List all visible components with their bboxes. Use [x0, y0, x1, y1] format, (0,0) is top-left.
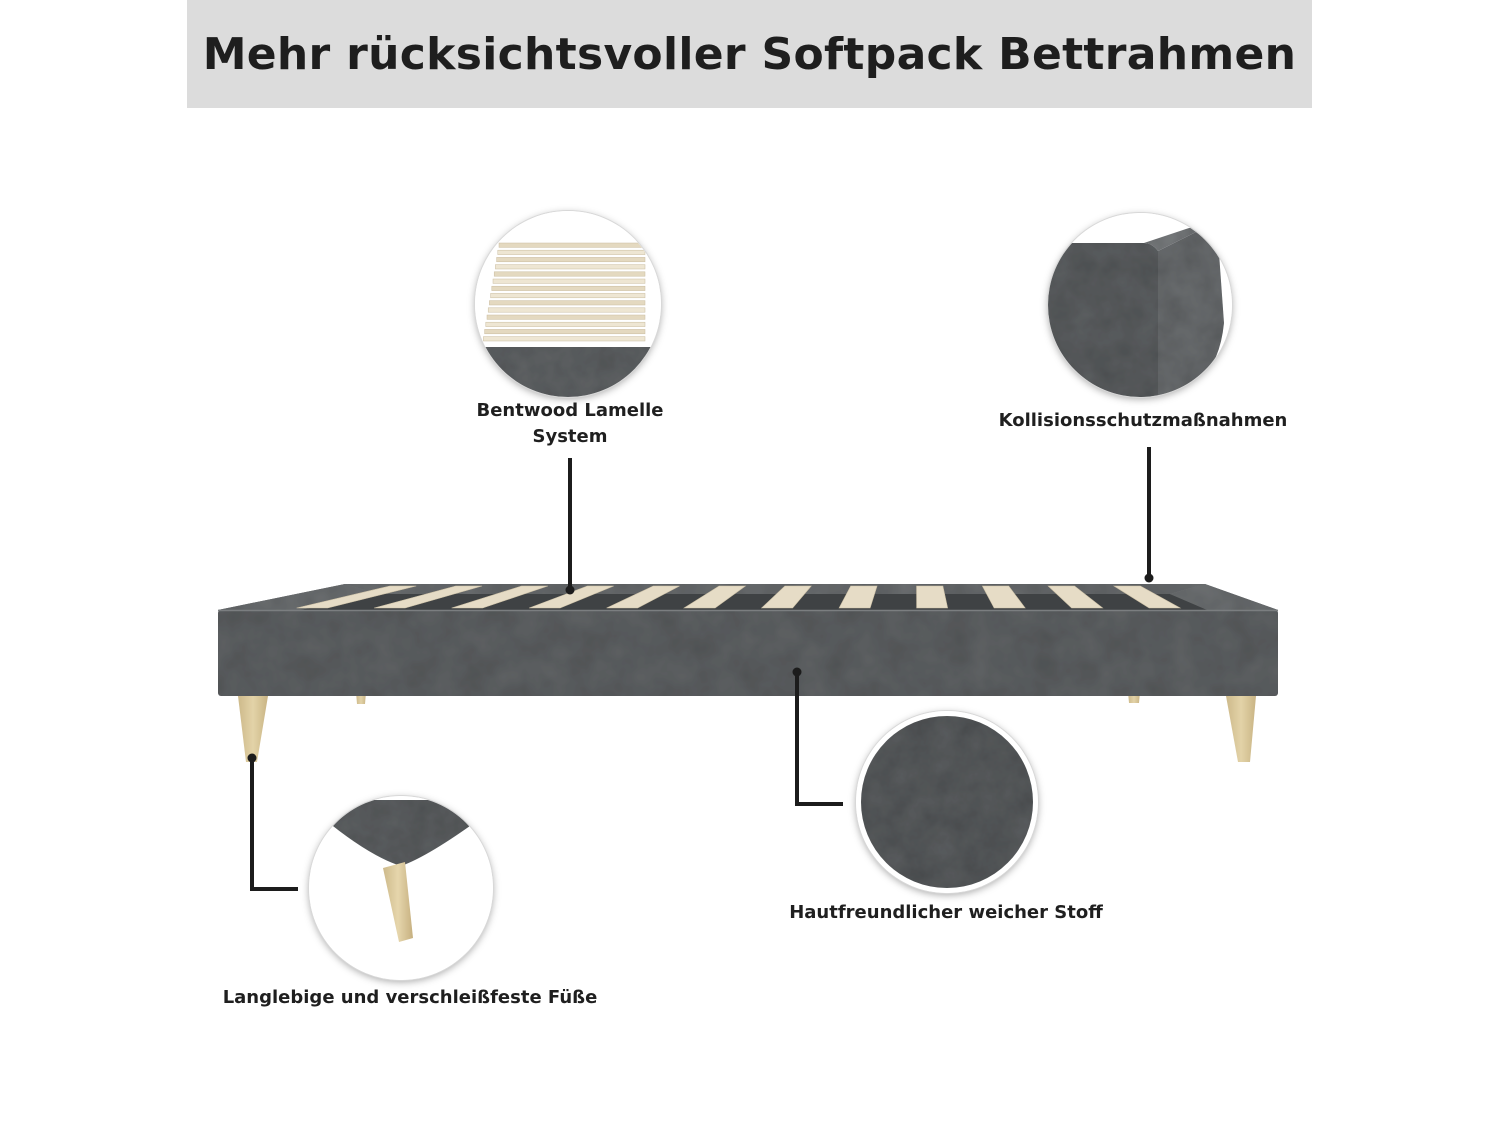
- padded-corner-icon: [1048, 213, 1232, 397]
- label-soft-fabric-text: Hautfreundlicher weicher Stoff: [789, 902, 1103, 923]
- zoom-slat: [495, 264, 646, 270]
- label-collision-protection-text: Kollisionsschutzmaßnahmen: [998, 410, 1288, 431]
- front-fabric-panel: [218, 610, 1278, 696]
- label-slat-system-line1: Bentwood Lamelle: [476, 400, 664, 421]
- zoom-slat: [497, 249, 646, 255]
- zoom-slat: [485, 321, 646, 327]
- slat: [606, 585, 680, 609]
- label-collision-protection: Kollisionsschutzmaßnahmen: [990, 408, 1296, 434]
- zoom-slat: [490, 293, 646, 299]
- zoom-slat: [489, 300, 646, 306]
- callout-lines: [250, 447, 1151, 891]
- left-rail: [218, 584, 378, 612]
- front-leg-left: [238, 696, 268, 762]
- zoom-circle-corner: [1048, 213, 1232, 397]
- front-leg-right: [1226, 696, 1256, 762]
- right-rail: [1170, 584, 1278, 612]
- zoom-slat: [484, 329, 646, 335]
- zoom-slat: [498, 242, 646, 248]
- zoom-slat: [491, 285, 646, 291]
- slat: [838, 585, 878, 609]
- zoom-circle-slats: [475, 211, 661, 397]
- label-durable-legs: Langlebige und verschleißfeste Füße: [212, 985, 608, 1011]
- callout-dots: [247, 573, 1154, 763]
- slat-detail-icon: [475, 211, 661, 397]
- label-slat-system: Bentwood Lamelle System: [470, 398, 670, 450]
- label-soft-fabric: Hautfreundlicher weicher Stoff: [776, 900, 1116, 926]
- slat: [1112, 585, 1182, 609]
- zoom-circle-fabric: [856, 711, 1038, 893]
- page-title: Mehr rücksichtsvoller Softpack Bettrahme…: [202, 28, 1297, 80]
- slat: [683, 585, 747, 609]
- zoom-slat: [496, 257, 646, 263]
- wooden-leg-icon: [309, 796, 493, 980]
- callout-line-legs: [250, 760, 298, 891]
- zoom-slat: [483, 336, 646, 342]
- slat: [296, 585, 417, 609]
- zoom-slat: [487, 307, 646, 313]
- slat-group: [296, 585, 1182, 609]
- title-banner: Mehr rücksichtsvoller Softpack Bettrahme…: [187, 0, 1312, 108]
- slat: [451, 585, 548, 609]
- slat: [916, 585, 948, 609]
- label-slat-system-line2: System: [532, 426, 608, 447]
- slat: [1047, 585, 1104, 609]
- slat: [529, 585, 614, 609]
- zoom-slat: [493, 271, 646, 277]
- slat: [981, 585, 1026, 609]
- zoom-circle-legs: [309, 796, 493, 980]
- zoom-slat: [492, 278, 646, 284]
- slat: [374, 585, 483, 609]
- label-durable-legs-text: Langlebige und verschleißfeste Füße: [222, 987, 598, 1008]
- fabric-swatch-icon: [856, 711, 1038, 893]
- slat: [760, 585, 812, 609]
- callout-line-fabric: [795, 672, 843, 806]
- zoom-slat: [486, 314, 646, 320]
